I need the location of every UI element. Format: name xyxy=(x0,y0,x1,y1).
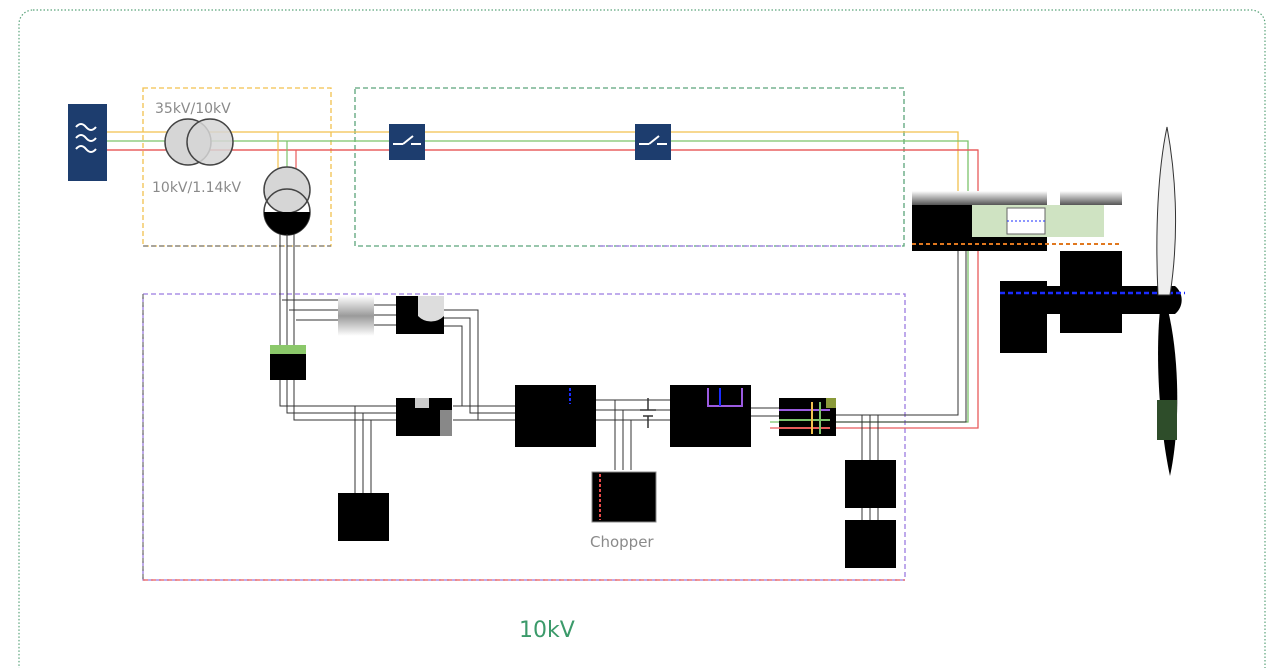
grid-side-converter[interactable] xyxy=(670,385,751,447)
lv-transformer-label: 10kV/1.14kV xyxy=(152,180,241,196)
hv-transformer-icon[interactable] xyxy=(164,118,234,166)
system-voltage-label: 10kV xyxy=(519,618,575,643)
diagram-frame xyxy=(18,9,1266,668)
breaker-group-box xyxy=(354,87,905,247)
circuit-breaker-2-icon[interactable] xyxy=(635,124,671,160)
pitch-unit-1[interactable] xyxy=(845,460,896,508)
output-filter-block[interactable] xyxy=(779,398,836,436)
chopper-component[interactable] xyxy=(591,471,657,523)
hv-transformer-label: 35kV/10kV xyxy=(155,101,231,117)
nacelle xyxy=(912,191,1185,353)
contactor-component[interactable] xyxy=(396,296,444,334)
circuit-breaker-1-icon[interactable] xyxy=(389,124,425,160)
lv-cables xyxy=(279,234,967,520)
filter-component[interactable] xyxy=(338,296,374,336)
rotor-side-converter[interactable] xyxy=(515,385,596,447)
pitch-unit-2[interactable] xyxy=(845,520,896,568)
ac-grid-icon[interactable] xyxy=(68,104,107,181)
crowbar-component[interactable] xyxy=(396,398,452,436)
lv-breaker-block[interactable] xyxy=(270,345,306,380)
rotor-blades xyxy=(1156,126,1178,476)
main-bus xyxy=(107,131,979,429)
transformer-group-box xyxy=(142,87,332,247)
chopper-label: Chopper xyxy=(590,533,654,551)
lv-transformer-icon[interactable] xyxy=(263,166,311,236)
auxiliary-unit[interactable] xyxy=(338,493,389,541)
dc-link-capacitor-icon xyxy=(640,398,656,428)
